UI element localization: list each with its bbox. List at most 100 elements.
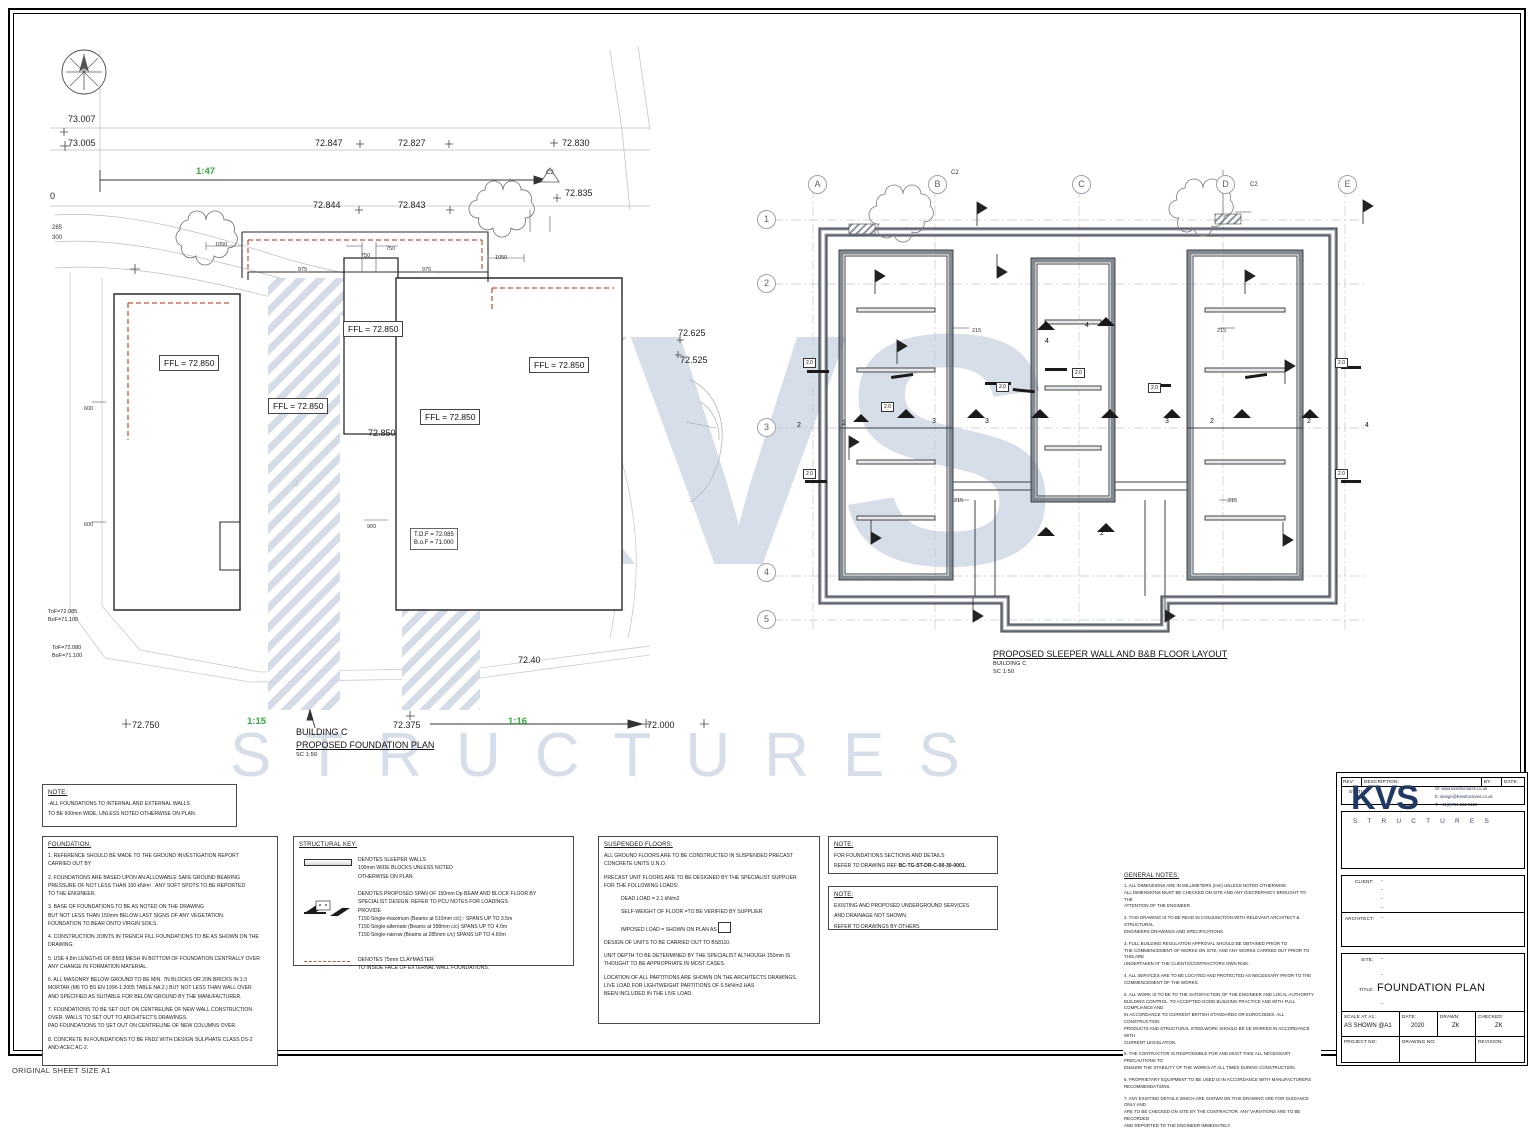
spot-level: 72.847 [315, 138, 343, 148]
key-text: DENOTES 75mm CLAYMASTER TO INSIDE FACE O… [358, 957, 490, 972]
span-number: 4 [1365, 422, 1369, 429]
structural-key-header: STRUCTURAL KEY: [299, 842, 358, 848]
dimension-label: 600 [84, 522, 94, 528]
load-line-selfweight: SELF-WEIGHT OF FLOOR =TO BE VERIFIED BY … [621, 909, 763, 916]
spot-level: 72.835 [565, 188, 593, 198]
dimension-label: 1050 [215, 242, 228, 248]
revision-col-divider [1361, 778, 1362, 786]
contour-label: 300 [52, 235, 63, 241]
tree-tag-c2 [540, 167, 560, 183]
general-notes-box: GENERAL NOTES: 1. ALL DIMENSIONS ARE IN … [1123, 868, 1321, 1128]
note-header: NOTE: [834, 842, 854, 848]
spot-level: 72.625 [678, 328, 706, 338]
spot-level: 72.375 [393, 720, 421, 730]
note-line: TO BE 600mm WIDE, UNLESS NOTED OTHERWISE… [48, 811, 197, 818]
gradient-label: 1:47 [196, 166, 216, 177]
kvs-logo-sub: S T R U C T U R E S [1353, 818, 1494, 825]
info-grid-divider [1342, 1036, 1524, 1037]
key-text: DENOTES SLEEPER WALLS 100mm WIDE BLOCKS … [358, 857, 453, 880]
span-number: 4 [1045, 338, 1049, 345]
foundation-note-item: 4. CONSTRUCTION JOINTS IN TRENCH FILL FO… [48, 934, 259, 949]
company-telephone: T: +44(0)751 222 5123 [1435, 801, 1478, 807]
tof-note-line2: BoF=71.100 [48, 617, 79, 624]
right-plan-building: BUILDING C [993, 661, 1027, 668]
note-line: AND DRAINAGE NOT SHOWN. [834, 913, 908, 920]
note-foundation-sections-box: NOTE: FOR FOUNDATIONS SECTIONS AND DETAI… [828, 836, 998, 874]
drawing-sheet: KVS STRUCTURES [8, 8, 1528, 1128]
title-block: REV: DESCRIPTION: BY: DATE: STATUS: KVS … [1336, 772, 1528, 1066]
dimension-label: 1050 [495, 255, 508, 261]
ffl-label: FFL = 72.850 [420, 409, 481, 425]
span-number: 2 [1100, 530, 1104, 537]
load-line-dead: DEAD LOAD = 2.1 kN/m2 [621, 896, 680, 902]
general-note-item: 3. FULL BUILDING REGULATION APPROVAL SHO… [1124, 940, 1310, 967]
tof-value: T.O.F = 72.085 [414, 532, 454, 538]
gradient-label: 1:15 [247, 716, 267, 727]
general-note-item: 6. PROPRIETARY EQUIPMENT TO BE USED IS I… [1124, 1076, 1312, 1089]
general-note-item: 1. ALL DIMENSIONS ARE IN MILLIMETERS (mm… [1124, 883, 1306, 909]
grid-label-1: 1 [757, 210, 776, 229]
foundation-note-item: 1. REFERENCE SHOULD BE MADE TO THE GROUN… [48, 853, 239, 868]
dimension-label: 975 [298, 267, 308, 273]
general-note-item: 5. THE CONTRACTOR IS RESPONSIBLE FOR AND… [1124, 1051, 1296, 1071]
note-ref-prefix: REFER TO DRAWING REF [834, 863, 899, 870]
suspended-floors-tail: UNIT DEPTH TO BE DETERMINED BY THE SPECI… [604, 953, 791, 968]
info-grid-col-divider [1475, 1012, 1476, 1063]
client-value: - [1381, 896, 1383, 902]
key-row-sleeper-wall: DENOTES SLEEPER WALLS 100mm WIDE BLOCKS … [294, 856, 573, 886]
imposed-load-box: 2.0 [803, 358, 816, 368]
drawing-sheet-inner-border [13, 13, 1521, 1051]
general-note-item: 4. ALL SERVICES ARE TO BE LOCATED AND PR… [1124, 973, 1312, 985]
imposed-load-box: 2.0 [803, 469, 816, 479]
rev-col-header: REV: [1343, 779, 1355, 784]
spot-level: 72.843 [398, 200, 426, 210]
info-grid-col-divider [1399, 1012, 1400, 1063]
by-col-header: BY: [1484, 779, 1492, 784]
foundation-note-item: 2. FOUNDATIONS ARE BASED UPON AN ALLOWAB… [48, 874, 246, 898]
right-sleeper-wall-plan-drawing [745, 160, 1385, 680]
imposed-load-box: 2.0 [881, 402, 894, 412]
info-grid-divider [1342, 1011, 1524, 1012]
tree-tag-label: C2 [951, 170, 959, 176]
imposed-load-box: 2.0 [996, 382, 1009, 392]
spot-level: 73.007 [68, 114, 96, 124]
client-value: - [1381, 905, 1383, 911]
span-number: 2 [1307, 418, 1311, 425]
spot-level: 72.525 [680, 355, 708, 365]
grid-label-4: 4 [757, 563, 776, 582]
spot-level: 72.827 [398, 138, 426, 148]
span-number: 3 [1165, 418, 1169, 425]
revision-label: REVISION: [1478, 1039, 1504, 1044]
left-plan-title-block: BUILDING C PROPOSED FOUNDATION PLAN SC 1… [296, 726, 434, 760]
dimension-label: 600 [84, 406, 94, 412]
span-number: 2 [842, 420, 846, 427]
foundation-note-item: 3. BASE OF FOUNDATIONS TO BE AS NOTED ON… [48, 904, 225, 927]
date-col-header: DATE: [1504, 779, 1519, 784]
note-foundation-widths: NOTE: -ALL FOUNDATIONS TO INTERNAL AND E… [42, 784, 237, 827]
foundation-notes-header: FOUNDATION: [48, 842, 92, 848]
revision-table-divider [1342, 786, 1524, 787]
key-row-beam-block: DENOTES PROPOSED SPAN OF 150mm Dp BEAM A… [294, 890, 573, 952]
tree-tag-label: C2 [546, 170, 554, 176]
drawing-ref-value: BC-TG-ST-DR-C-00-30-0001. [898, 863, 967, 870]
drawn-label: DRAWN: [1440, 1014, 1460, 1019]
grid-label-3: 3 [757, 418, 776, 437]
tof-note-line1: ToF=72.080 [52, 645, 82, 651]
note-header: NOTE: [48, 790, 68, 796]
client-value: - [1381, 887, 1383, 893]
key-text: DENOTES PROPOSED SPAN OF 150mm Dp BEAM A… [358, 891, 537, 939]
dimension-label: 900 [367, 524, 377, 530]
general-note-item: 5. ALL WORK IS TO BE TO THE SATISFACTION… [1124, 991, 1314, 1045]
grid-label-d: D [1216, 175, 1235, 194]
drawn-value: ZK [1452, 1023, 1460, 1029]
contour-label: 285 [52, 225, 63, 231]
client-architect-divider [1342, 912, 1524, 913]
ffl-label: FFL = 72.850 [159, 355, 220, 371]
general-notes-header: GENERAL NOTES: [1124, 873, 1180, 879]
span-number: 4 [1085, 322, 1089, 329]
note-line: EXISTING AND PROPOSED UNDERGROUND SERVIC… [834, 903, 970, 909]
suspended-floors-tail: DESIGN OF UNITS TO BE CARRIED OUT TO BS8… [604, 939, 731, 946]
left-plan-building: BUILDING C [296, 727, 348, 737]
left-plan-title: PROPOSED FOUNDATION PLAN [296, 740, 435, 751]
revision-col-divider [1481, 778, 1482, 786]
